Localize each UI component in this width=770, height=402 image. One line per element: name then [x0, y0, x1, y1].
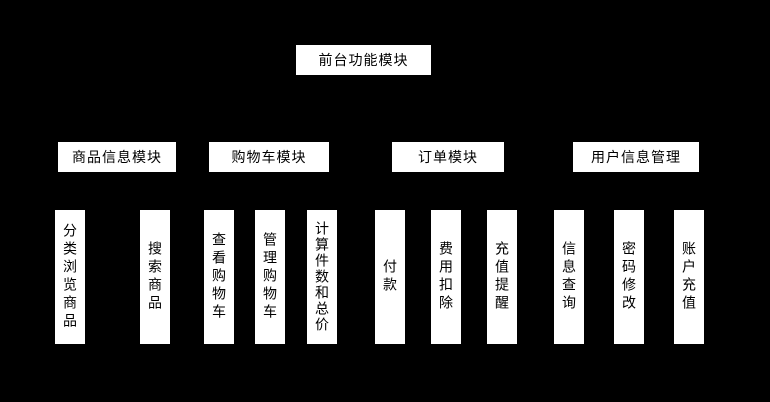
node-label: 费用扣除 — [438, 241, 454, 313]
node-label: 充值提醒 — [494, 241, 510, 313]
node-label: 订单模块 — [418, 149, 478, 165]
node-info-query: 信息查询 — [553, 209, 585, 345]
node-label: 查看购物车 — [211, 232, 227, 322]
node-order-module: 订单模块 — [391, 141, 505, 173]
node-label: 前台功能模块 — [318, 52, 409, 68]
node-cart-module: 购物车模块 — [208, 141, 330, 173]
node-browse-products-by-category: 分类浏览商品 — [54, 209, 86, 345]
node-label: 用户信息管理 — [591, 149, 681, 165]
node-label: 信息查询 — [561, 241, 577, 313]
node-label: 账户充值 — [681, 241, 697, 313]
node-account-recharge: 账户充值 — [673, 209, 705, 345]
node-view-cart: 查看购物车 — [203, 209, 235, 345]
node-label: 购物车模块 — [231, 149, 307, 165]
node-label: 商品信息模块 — [72, 149, 162, 165]
node-label: 付款 — [382, 259, 398, 295]
node-user-info-management: 用户信息管理 — [572, 141, 700, 173]
node-recharge-reminder: 充值提醒 — [486, 209, 518, 345]
node-fee-deduction: 费用扣除 — [430, 209, 462, 345]
node-manage-cart: 管理购物车 — [254, 209, 286, 345]
node-frontend-function-module: 前台功能模块 — [295, 44, 432, 76]
node-label: 密码修改 — [621, 241, 637, 313]
node-label: 分类浏览商品 — [62, 223, 78, 331]
node-label: 计算件数和总价 — [314, 221, 330, 333]
node-payment: 付款 — [374, 209, 406, 345]
node-password-change: 密码修改 — [613, 209, 645, 345]
node-label: 搜索商品 — [147, 241, 163, 313]
node-calculate-count-and-total: 计算件数和总价 — [306, 209, 338, 345]
node-search-products: 搜索商品 — [139, 209, 171, 345]
node-product-info-module: 商品信息模块 — [57, 141, 177, 173]
node-label: 管理购物车 — [262, 232, 278, 322]
